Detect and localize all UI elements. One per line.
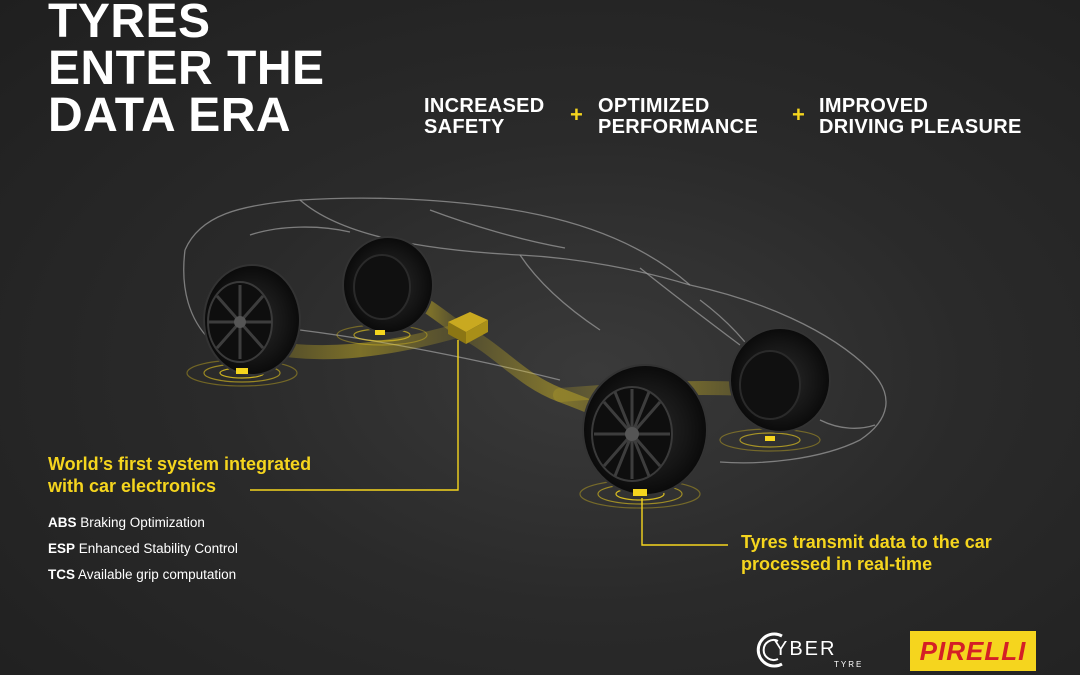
feature-list: ABS Braking Optimization ESP Enhanced St… [48, 510, 238, 588]
callout-leader-lines [250, 340, 728, 546]
callout-system-integration: World’s first system integrated with car… [48, 453, 311, 497]
headline-line-2: ENTER THE [48, 42, 325, 95]
cyber-c-icon [756, 632, 783, 668]
plus-icon: + [792, 102, 805, 127]
tyre-icon [342, 236, 434, 334]
benefit-safety: INCREASED SAFETY [424, 96, 545, 138]
benefit-performance-line-2: PERFORMANCE [598, 116, 758, 138]
sensor-chip-icon [236, 330, 775, 496]
plus-icon: + [570, 102, 583, 127]
cyber-tyre-logo: YBER TYRE [752, 628, 874, 672]
benefit-safety-line-2: SAFETY [424, 116, 505, 138]
headline-line-3: DATA ERA [48, 89, 292, 142]
pirelli-logo-text: PIRELLI [919, 635, 1027, 666]
cyber-logo-text: YBER [774, 638, 837, 660]
headline: TYRES ENTER THE DATA ERA [48, 0, 325, 142]
tyre-icon [729, 327, 831, 433]
benefit-performance: OPTIMIZED PERFORMANCE [598, 96, 758, 138]
tyre-icon [582, 364, 708, 496]
benefit-safety-line-1: INCREASED [424, 95, 545, 117]
callout-transmit-line-1: Tyres transmit data to the car [741, 532, 992, 552]
benefit-driving-pleasure: IMPROVED DRIVING PLEASURE [819, 96, 1022, 138]
tyre-icon [203, 264, 301, 376]
callout-system-line-1: World’s first system integrated [48, 454, 312, 474]
benefit-driving-line-1: IMPROVED [819, 95, 929, 117]
feature-esp: ESP Enhanced Stability Control [48, 541, 238, 556]
feature-abs: ABS Braking Optimization [48, 515, 205, 530]
control-unit-icon [448, 312, 488, 344]
callout-system-line-2: with car electronics [48, 476, 217, 496]
pirelli-logo: PIRELLI [910, 631, 1036, 671]
benefit-performance-line-1: OPTIMIZED [598, 95, 710, 117]
cyber-logo-subtext: TYRE [834, 660, 864, 669]
feature-tcs: TCS Available grip computation [48, 567, 237, 582]
callout-transmit-line-2: processed in real-time [741, 554, 933, 574]
headline-line-1: TYRES [48, 0, 211, 48]
benefit-driving-line-2: DRIVING PLEASURE [819, 116, 1022, 138]
callout-data-transmission: Tyres transmit data to the car processed… [741, 531, 992, 575]
